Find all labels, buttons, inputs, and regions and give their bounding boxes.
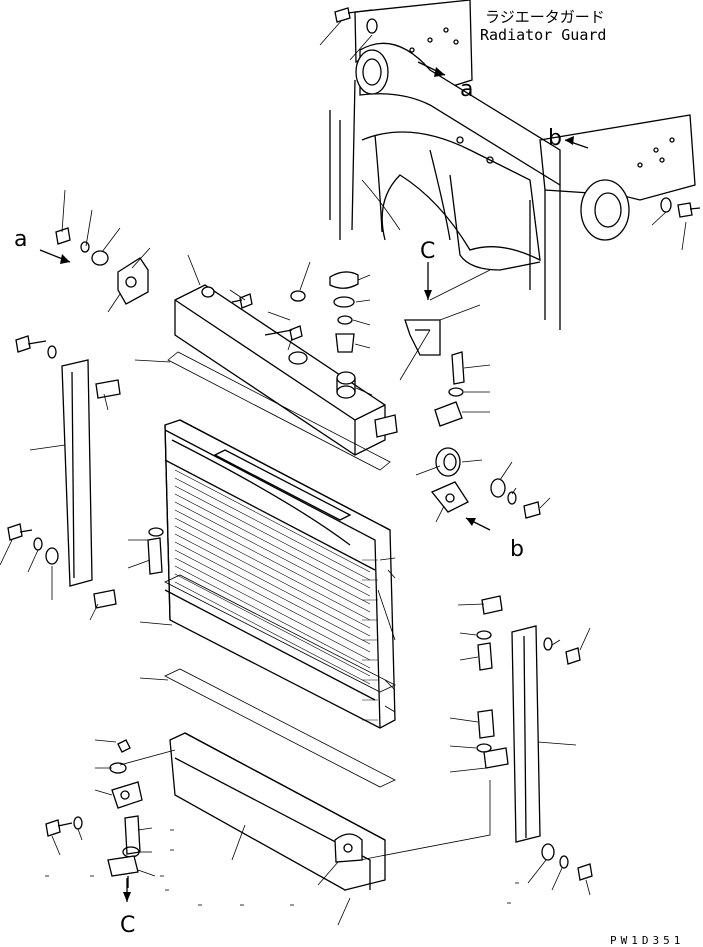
- right-side-stay: [476, 595, 593, 881]
- guard-label-en: Radiator Guard: [480, 26, 606, 44]
- lower-gasket-1: [164, 574, 396, 693]
- dash-marks: [45, 829, 519, 906]
- radiator-guard: [329, 0, 701, 356]
- drawing-code: PW1D351: [610, 934, 684, 947]
- upper-tank: [55, 227, 398, 456]
- lower-tank: [169, 732, 386, 891]
- filler-cap-set: [288, 271, 359, 365]
- ref-c-bottom: C: [120, 913, 135, 938]
- lower-gasket-2: [164, 668, 396, 788]
- radiator-core: [164, 419, 396, 729]
- reference-arrows: [39, 61, 589, 902]
- right-mount: [147, 351, 541, 575]
- guard-label-jp: ラジエータガード: [485, 8, 605, 26]
- ref-a-left: a: [14, 227, 27, 252]
- left-side-stay: [7, 335, 121, 609]
- ref-c-top: C: [420, 239, 435, 264]
- lower-mount: [45, 739, 143, 888]
- leader-lines: [0, 19, 687, 926]
- ref-b-top: b: [548, 126, 562, 151]
- upper-gasket: [167, 351, 391, 471]
- ref-a-right: a: [460, 77, 473, 102]
- ref-b-bottom: b: [510, 537, 524, 562]
